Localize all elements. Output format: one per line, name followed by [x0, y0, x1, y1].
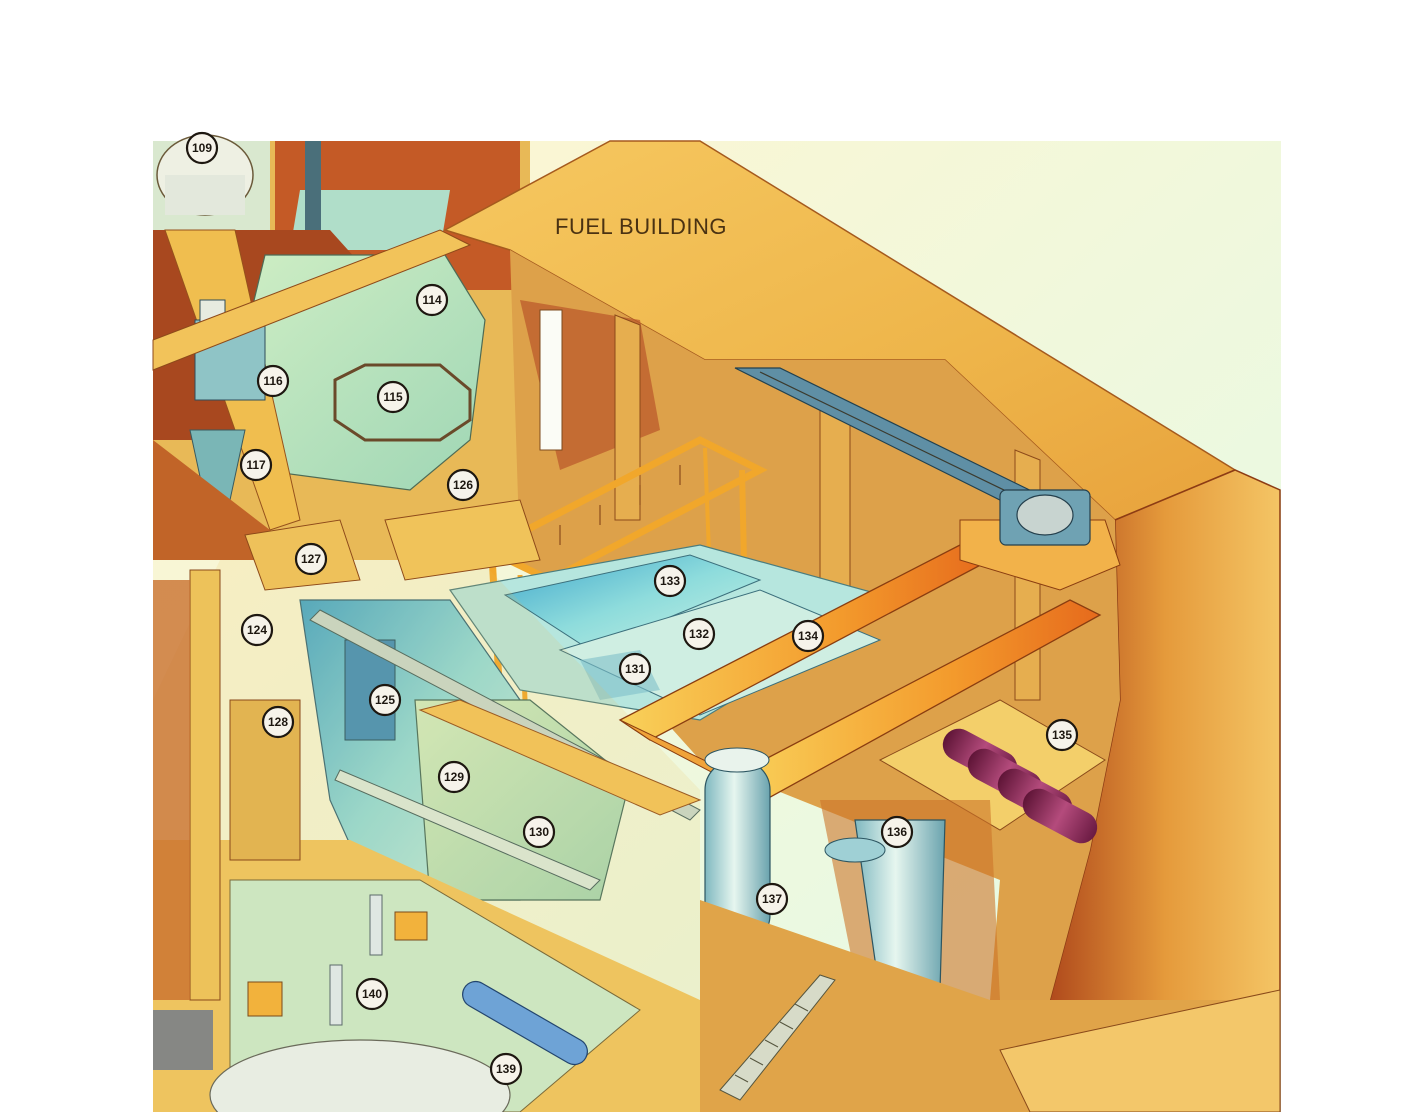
callout-135: 135: [1045, 718, 1079, 752]
svg-text:129: 129: [444, 770, 464, 784]
svg-text:140: 140: [362, 987, 382, 1001]
callout-132: 132: [682, 617, 716, 651]
left-edge-structure: [153, 569, 301, 1001]
callout-139: 139: [489, 1052, 523, 1086]
building-title: FUEL BUILDING: [555, 214, 727, 239]
callout-130: 130: [522, 815, 556, 849]
callout-116: 116: [256, 364, 290, 398]
callout-137: 137: [755, 882, 789, 916]
callout-115: 115: [376, 380, 410, 414]
callout-133: 133: [653, 564, 687, 598]
callout-117: 117: [239, 448, 273, 482]
svg-text:133: 133: [660, 574, 680, 588]
lower-floor-left: [153, 840, 700, 1112]
cask-pit-equipment: [704, 747, 1000, 1000]
svg-text:127: 127: [301, 552, 321, 566]
svg-text:128: 128: [268, 715, 288, 729]
reactor-side-structure: [152, 134, 530, 560]
svg-text:115: 115: [383, 390, 403, 404]
svg-text:114: 114: [422, 293, 442, 307]
callout-134: 134: [791, 619, 825, 653]
svg-text:132: 132: [689, 627, 709, 641]
svg-text:130: 130: [529, 825, 549, 839]
svg-text:134: 134: [798, 629, 818, 643]
svg-text:116: 116: [263, 374, 283, 388]
callout-125: 125: [368, 683, 402, 717]
callout-131: 131: [618, 652, 652, 686]
svg-text:124: 124: [247, 623, 267, 637]
svg-text:137: 137: [762, 892, 782, 906]
svg-text:131: 131: [625, 662, 645, 676]
svg-text:109: 109: [192, 141, 212, 155]
callout-124: 124: [240, 613, 274, 647]
callout-128: 128: [261, 705, 295, 739]
callout-109: 109: [185, 131, 219, 165]
svg-text:126: 126: [453, 478, 473, 492]
svg-text:135: 135: [1052, 728, 1072, 742]
lower-floor-right: [700, 900, 1281, 1112]
callout-140: 140: [355, 977, 389, 1011]
callout-136: 136: [880, 815, 914, 849]
callout-129: 129: [437, 760, 471, 794]
svg-text:139: 139: [496, 1062, 516, 1076]
callout-127: 127: [294, 542, 328, 576]
callout-114: 114: [415, 283, 449, 317]
svg-text:125: 125: [375, 693, 395, 707]
svg-text:136: 136: [887, 825, 907, 839]
svg-text:117: 117: [246, 458, 266, 472]
callout-126: 126: [446, 468, 480, 502]
